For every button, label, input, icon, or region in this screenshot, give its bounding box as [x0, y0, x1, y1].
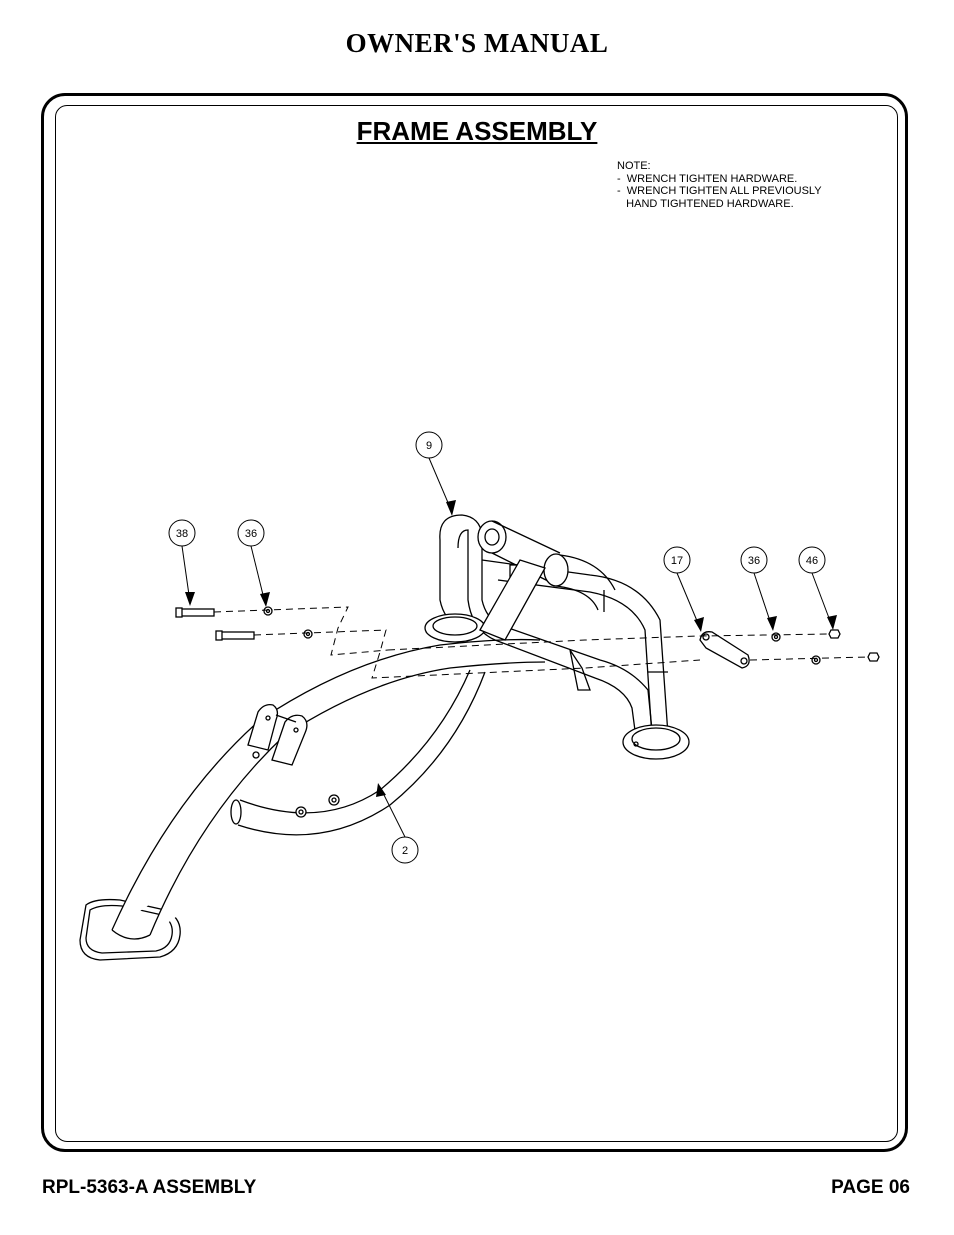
note-line: - WRENCH TIGHTEN HARDWARE.: [617, 172, 798, 185]
nut-46-upper: [828, 629, 841, 639]
main-curved-tube: [111, 638, 546, 940]
callout-part-17: 17: [663, 546, 691, 574]
svg-text:46: 46: [806, 555, 818, 567]
pivot-tube: [477, 520, 616, 611]
callout-part-46: 46: [798, 546, 826, 574]
front-bracket: [247, 704, 308, 766]
callout-part-9: 9: [415, 431, 443, 459]
note-heading: NOTE:: [617, 160, 651, 172]
callout-part-36-right: 36: [740, 546, 768, 574]
callout-part-2: 2: [391, 836, 419, 864]
assembly-note: NOTE: - WRENCH TIGHTEN HARDWARE. - WRENC…: [617, 160, 822, 210]
callout-part-38: 38: [168, 519, 196, 547]
washer-36-right-upper: [771, 632, 781, 642]
footer-model: RPL-5363-A ASSEMBLY: [42, 1177, 257, 1198]
rear-foot-plate-right: [622, 724, 690, 760]
svg-text:9: 9: [426, 440, 432, 452]
svg-text:36: 36: [245, 528, 257, 540]
outer-frame: [41, 93, 908, 1152]
bolt-38-lower: [215, 630, 255, 641]
front-foot-plate: [79, 898, 181, 961]
note-line: HAND TIGHTENED HARDWARE.: [617, 197, 794, 210]
nut-46-lower: [867, 652, 880, 662]
section-title: FRAME ASSEMBLY: [356, 116, 598, 146]
callout-part-36-left: 36: [237, 519, 265, 547]
washer-36-upper: [263, 606, 273, 616]
bolt-38-upper: [175, 607, 215, 618]
bracket-17: [699, 631, 750, 669]
washer-36-right-lower: [811, 655, 821, 665]
footer-page-number: PAGE 06: [831, 1177, 910, 1198]
svg-text:36: 36: [748, 555, 760, 567]
note-line: - WRENCH TIGHTEN ALL PREVIOUSLY: [617, 185, 822, 197]
svg-text:38: 38: [176, 528, 188, 540]
washer-36-lower: [303, 629, 313, 639]
svg-text:2: 2: [402, 845, 408, 857]
manual-title: OWNER'S MANUAL: [345, 28, 609, 58]
inner-frame: [55, 105, 898, 1142]
svg-text:17: 17: [671, 555, 683, 567]
rear-foot-plate-left: [424, 613, 486, 643]
